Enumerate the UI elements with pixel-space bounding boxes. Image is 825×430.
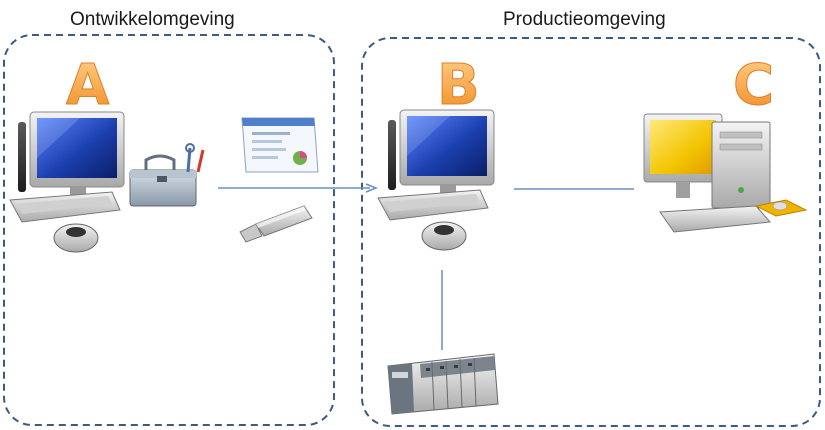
development-region-border [3,34,335,426]
application-window-icon [241,117,319,173]
node-label-b: B [437,53,480,118]
usb-stick-icon [239,205,313,243]
arrowhead-a-to-b [365,183,379,193]
development-region-title: Ontwikkelomgeving [70,9,235,30]
toolbox-icon [129,143,205,207]
plc-controller-icon [387,353,499,415]
node-label-c: C [733,53,774,118]
desktop-pc-icon [377,109,495,251]
desktop-pc-icon [9,111,125,253]
production-region-title: Productieomgeving [503,9,666,30]
production-region-border [361,37,821,427]
desktop-pc-yellow-screen-icon [643,113,808,233]
node-label-a: A [66,53,110,118]
